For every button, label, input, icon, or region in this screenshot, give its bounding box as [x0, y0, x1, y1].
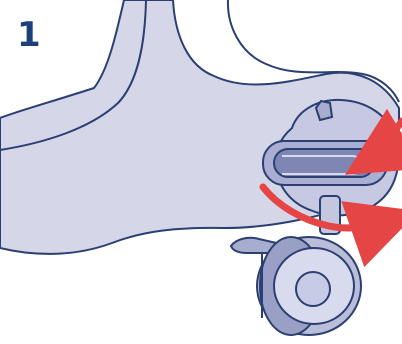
top-pin — [316, 101, 332, 120]
wheel-hub — [296, 272, 330, 306]
step-number: 1 — [17, 18, 41, 52]
release-lever-inner — [274, 149, 374, 177]
